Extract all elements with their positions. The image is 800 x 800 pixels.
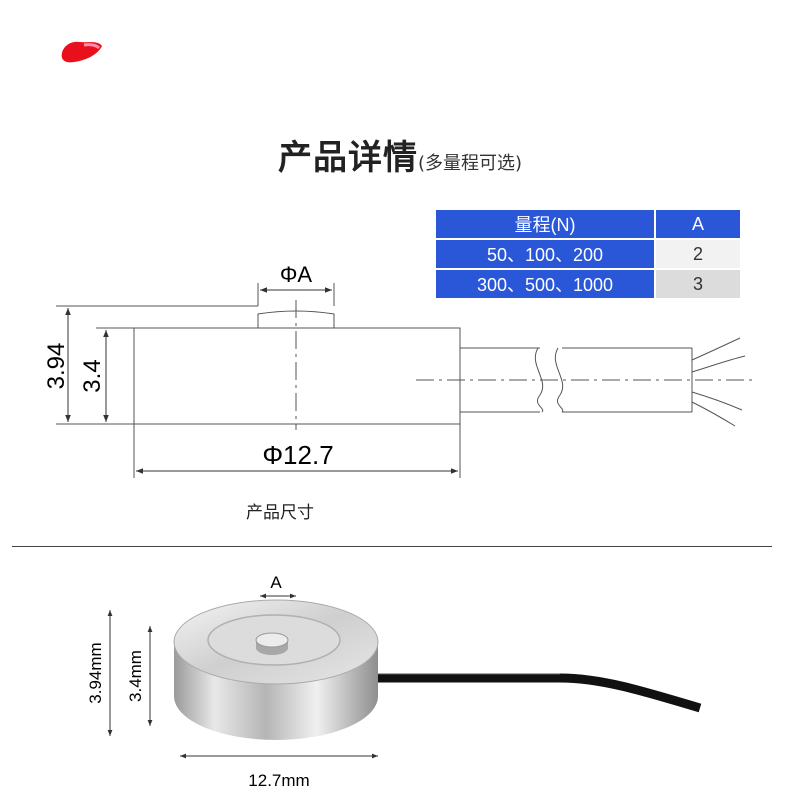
- dim-diameter-label: Φ12.7: [262, 440, 333, 470]
- spec-table: 量程(N) A 50、100、200 2 300、500、1000 3: [436, 208, 740, 300]
- section-divider: [12, 546, 772, 547]
- title-main: 产品详情: [277, 138, 418, 178]
- product-illustration: A 3.94mm 3.4mm 12.7mm: [86, 573, 702, 790]
- photo-dim-a-label: A: [270, 573, 282, 592]
- page-title: 产品详情(多量程可选): [0, 130, 800, 179]
- technical-drawing: ΦA Φ12.7 3.94 3.4: [43, 262, 756, 478]
- spec-header-a: A: [654, 210, 740, 238]
- spec-cell-a: 2: [654, 240, 740, 268]
- spec-cell-range: 300、500、1000: [436, 270, 654, 298]
- photo-dim-total-height-label: 3.94mm: [86, 642, 105, 703]
- photo-dim-body-height-label: 3.4mm: [126, 650, 145, 702]
- dim-a-label: ΦA: [280, 262, 313, 287]
- spec-cell-range: 50、100、200: [436, 240, 654, 268]
- title-subtitle: (多量程可选): [417, 153, 523, 174]
- table-row: 50、100、200 2: [436, 240, 740, 268]
- spec-table-header: 量程(N) A: [436, 210, 740, 238]
- spec-header-range: 量程(N): [436, 210, 654, 238]
- spec-cell-a: 3: [654, 270, 740, 298]
- photo-dim-diameter-label: 12.7mm: [248, 771, 309, 790]
- dim-total-height-label: 3.94: [43, 343, 70, 390]
- drawing-caption: 产品尺寸: [246, 503, 314, 523]
- dim-body-height-label: 3.4: [79, 359, 106, 392]
- table-row: 300、500、1000 3: [436, 270, 740, 298]
- red-brush-logo-icon: [61, 41, 102, 63]
